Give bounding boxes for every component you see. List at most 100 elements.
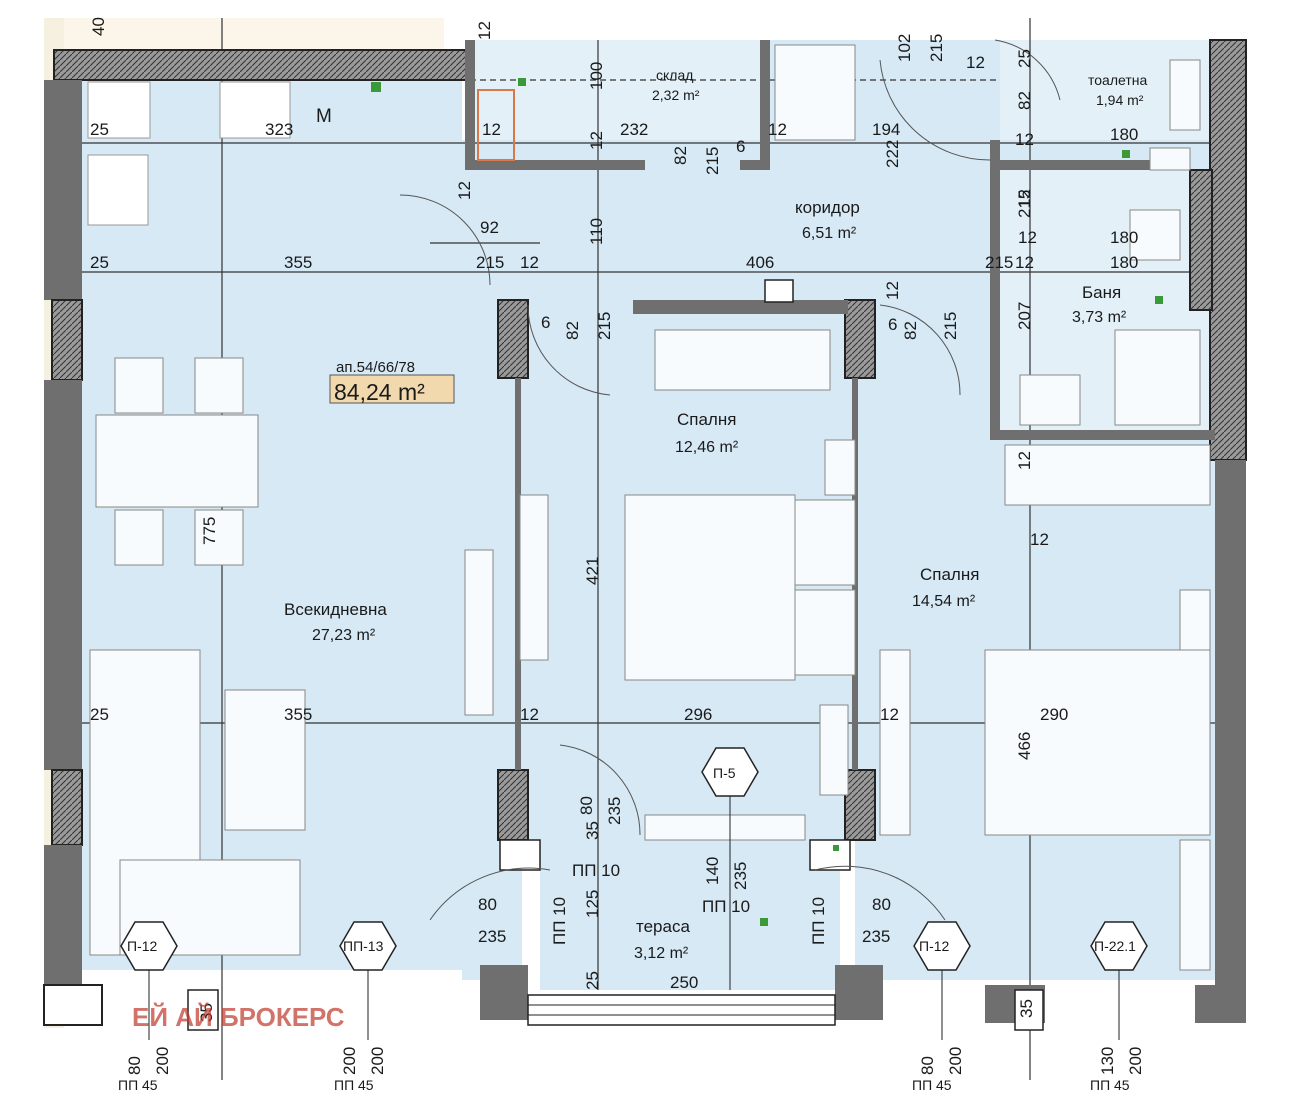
room-terrace-area: 3,12 m² xyxy=(634,945,689,962)
dim-label: 207 xyxy=(1015,302,1034,330)
room-storage-name: склад xyxy=(656,67,693,83)
dim-label: 25 xyxy=(90,253,109,272)
dim-label: 6 xyxy=(541,313,550,332)
dim-label: 35 xyxy=(197,1003,216,1022)
room-living-area: 27,23 m² xyxy=(312,627,376,644)
dim-label: 235 xyxy=(862,927,890,946)
dim-label: 250 xyxy=(670,973,698,992)
room-living-name: Всекидневна xyxy=(284,600,387,619)
tag-p5: П-5 xyxy=(713,765,736,781)
dim-label: 25 xyxy=(90,705,109,724)
dim-label: 25 xyxy=(583,971,602,990)
dim-label: 421 xyxy=(583,557,602,585)
dim-label: 355 xyxy=(284,253,312,272)
room-bath-area: 3,73 m² xyxy=(1072,309,1127,326)
room-bedroom2-area: 14,54 m² xyxy=(912,593,976,610)
doors xyxy=(399,39,1061,921)
green-markers xyxy=(371,78,1163,926)
walls xyxy=(43,39,1247,1031)
room-storage-area: 2,32 m² xyxy=(652,87,700,103)
dim-label: 235 xyxy=(731,862,750,890)
dim-label: 12 xyxy=(1018,228,1037,247)
room-bath-name: Баня xyxy=(1082,283,1121,302)
dim-label: 12 xyxy=(482,120,501,139)
dim-label: 215 xyxy=(985,253,1013,272)
dim-label: 215 xyxy=(595,312,614,340)
dim-label: 92 xyxy=(480,218,499,237)
dim-label: 6 xyxy=(888,315,897,334)
dim-label: 130 xyxy=(1098,1047,1117,1075)
dim-label: 35 xyxy=(1017,999,1036,1018)
dim-label: 180 xyxy=(1110,228,1138,247)
dim-label: 200 xyxy=(368,1047,387,1075)
room-labels: склад 2,32 m² тоалетна 1,94 m² коридор 6… xyxy=(284,67,1147,962)
dim-label: 25 xyxy=(1015,49,1034,68)
dim-label: ПП 45 xyxy=(118,1077,158,1093)
dim-label: 215 xyxy=(927,34,946,62)
dim-label: 110 xyxy=(587,218,606,245)
room-corridor-name: коридор xyxy=(795,198,860,217)
tag-p22: П-22.1 xyxy=(1094,938,1136,954)
dim-label: 40 xyxy=(89,17,108,36)
room-toilet-name: тоалетна xyxy=(1088,72,1147,88)
hex-tags: П-5 П-12 ПП-13 П-12 П-22.1 xyxy=(120,747,1148,1040)
bottom-window-dimensions: 80 200 ПП 45 200 200 ПП 45 80 200 ПП 45 … xyxy=(118,1047,1145,1093)
tag-pp13: ПП-13 xyxy=(343,938,384,954)
dim-label: 82 xyxy=(563,321,582,340)
dim-label: 180 xyxy=(1110,253,1138,272)
dim-label: 12 xyxy=(520,253,539,272)
dim-label: 80 xyxy=(872,895,891,914)
room-toilet-area: 1,94 m² xyxy=(1096,92,1144,108)
dim-label: 235 xyxy=(478,927,506,946)
pp-label: ПП 10 xyxy=(809,897,828,945)
dim-label: 406 xyxy=(746,253,774,272)
tag-p12-left: П-12 xyxy=(127,938,158,954)
dim-label: 12 xyxy=(1015,189,1034,208)
dim-label: 12 xyxy=(966,53,985,72)
dim-label: 12 xyxy=(475,21,494,40)
kitchen-mark: M xyxy=(316,106,332,127)
dim-label: 200 xyxy=(153,1047,172,1075)
dim-label: 775 xyxy=(200,517,219,545)
dim-label: 215 xyxy=(703,147,722,175)
dim-label: 222 xyxy=(883,140,902,168)
dim-label: 12 xyxy=(880,705,899,724)
dim-label: 80 xyxy=(125,1056,144,1075)
dim-label: 82 xyxy=(671,146,690,165)
dim-label: 12 xyxy=(1015,130,1034,149)
apartment-area-badge xyxy=(329,374,455,404)
furniture xyxy=(87,44,1211,971)
dim-label: 200 xyxy=(1126,1047,1145,1075)
dim-label: 200 xyxy=(946,1047,965,1075)
dim-label: 12 xyxy=(520,705,539,724)
horizontal-dimensions: 25 323 12 232 12 194 180 92 25 355 215 1… xyxy=(90,53,1138,992)
dim-label: 12 xyxy=(768,120,787,139)
pp-label: ПП 10 xyxy=(550,897,569,945)
dim-label: 355 xyxy=(284,705,312,724)
pp-labels: ПП 10 ПП 10 ПП 10 ПП 10 xyxy=(550,861,828,945)
tag-p12-right: П-12 xyxy=(919,938,950,954)
dim-label: 12 xyxy=(1015,253,1034,272)
dim-label: 25 xyxy=(90,120,109,139)
dim-label: 466 xyxy=(1015,732,1034,760)
dim-label: 12 xyxy=(1030,530,1049,549)
dim-label: 323 xyxy=(265,120,293,139)
vertical-dimensions: 12 100 102 215 12 25 82 215 82 215 222 1… xyxy=(89,17,1049,1022)
dim-label: 180 xyxy=(1110,125,1138,144)
dim-label: 125 xyxy=(583,890,602,918)
room-bedroom1-name: Спалня xyxy=(677,410,736,429)
room-terrace-name: тераса xyxy=(636,917,690,936)
dim-label: ПП 45 xyxy=(334,1077,374,1093)
dim-label: 200 xyxy=(340,1047,359,1075)
dim-label: 82 xyxy=(901,321,920,340)
dim-label: 215 xyxy=(1015,190,1034,218)
dim-label: 35 xyxy=(583,821,602,840)
pp-label: ПП 10 xyxy=(702,897,750,916)
room-corridor-area: 6,51 m² xyxy=(802,225,857,242)
dim-label: 215 xyxy=(941,312,960,340)
dim-label: 12 xyxy=(587,131,606,150)
dim-label: 232 xyxy=(620,120,648,139)
dim-label: 80 xyxy=(577,796,596,815)
watermark: ЕЙ АЙ БРОКЕРС xyxy=(132,1002,345,1032)
apartment-code: ап.54/66/78 xyxy=(336,359,415,376)
